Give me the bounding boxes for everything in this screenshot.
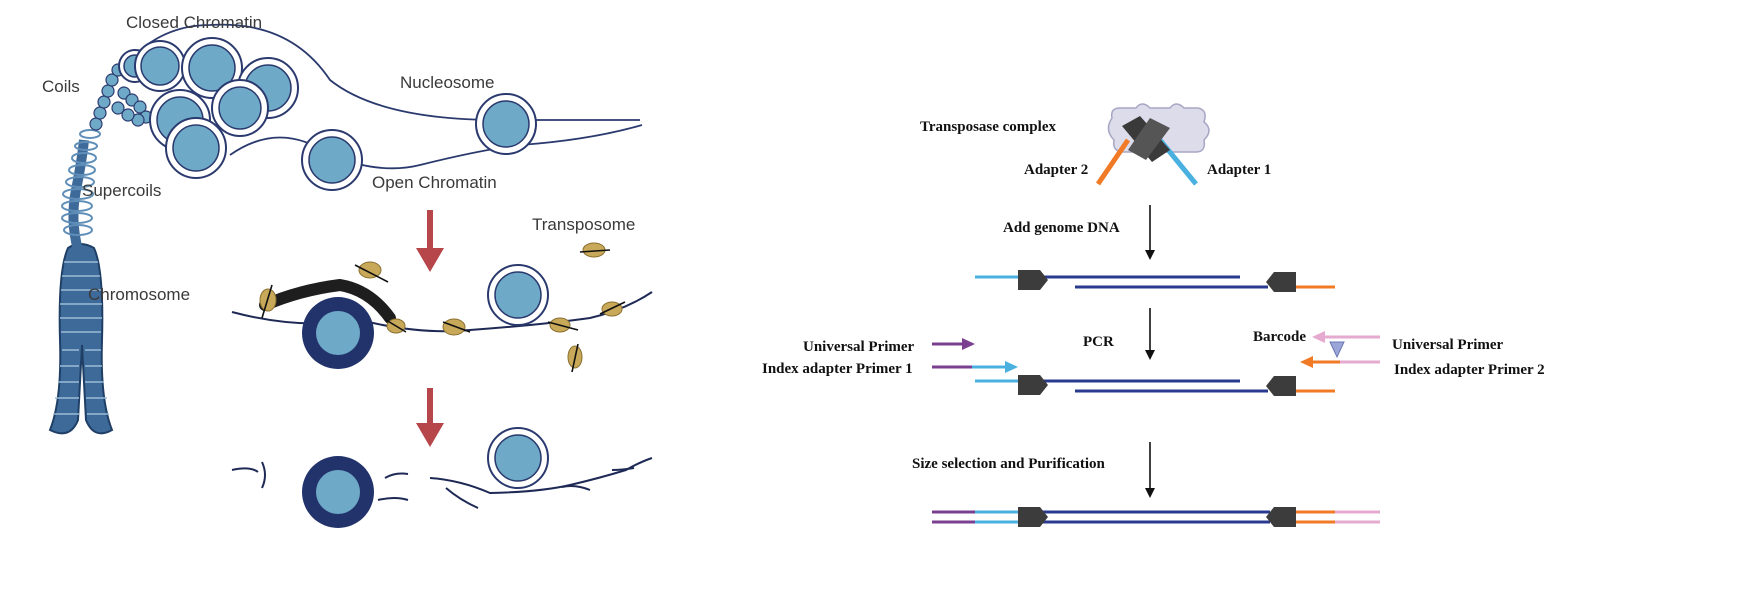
chromosome	[48, 129, 114, 435]
nucleosome	[134, 40, 186, 92]
library-prep-panel: Transposase complex Adapter 2 Adapter 1 …	[762, 103, 1545, 527]
label-coils: Coils	[42, 77, 80, 96]
transposition-stage	[231, 242, 653, 373]
label-pcr: PCR	[1083, 334, 1114, 350]
label-closed-chromatin: Closed Chromatin	[126, 13, 262, 32]
closed-chromatin-cluster	[118, 23, 640, 179]
universal-primer-right-arrow	[1312, 331, 1380, 343]
label-universal-primer-left: Universal Primer	[803, 339, 915, 355]
chromatin-panel: Closed Chromatin Coils Nucleosome Superc…	[42, 13, 653, 528]
step-arrow-2	[416, 388, 444, 447]
nucleosome	[487, 427, 549, 489]
label-chromosome: Chromosome	[88, 285, 190, 304]
pcr-fragment	[975, 375, 1335, 396]
transposase-complex	[1095, 103, 1210, 186]
transposase-units	[259, 242, 623, 369]
label-index-adapter-primer-1: Index adapter Primer 1	[762, 361, 913, 377]
label-barcode: Barcode	[1253, 329, 1306, 345]
label-adapter-1: Adapter 1	[1207, 162, 1271, 178]
label-index-adapter-primer-2: Index adapter Primer 2	[1394, 362, 1545, 378]
label-nucleosome: Nucleosome	[400, 73, 495, 92]
dark-nucleosome	[302, 456, 374, 528]
label-transposome: Transposome	[532, 215, 635, 234]
fragmented-stage	[231, 427, 653, 528]
coils-beads	[89, 63, 153, 131]
open-chromatin	[229, 93, 643, 191]
label-add-genome-dna: Add genome DNA	[1003, 220, 1120, 236]
label-transposase-complex: Transposase complex	[920, 119, 1056, 135]
label-size-selection: Size selection and Purification	[912, 456, 1106, 472]
nucleosome	[487, 264, 549, 326]
label-universal-primer-right: Universal Primer	[1392, 337, 1504, 353]
label-open-chromatin: Open Chromatin	[372, 173, 497, 192]
index-primer-1-arrow	[932, 361, 1018, 373]
barcode-marker	[1329, 341, 1345, 359]
nucleosome	[475, 93, 537, 155]
label-supercoils: Supercoils	[82, 181, 161, 200]
nucleosome	[301, 129, 363, 191]
dark-nucleosome	[302, 297, 374, 369]
label-adapter-2: Adapter 2	[1024, 162, 1088, 178]
universal-primer-left-arrow	[932, 338, 975, 350]
step-arrow-1	[416, 210, 444, 272]
nucleosome	[211, 79, 269, 137]
final-library-fragment	[932, 507, 1380, 527]
nucleosome	[165, 117, 227, 179]
index-primer-2-arrow	[1300, 356, 1380, 368]
tagmented-fragment	[975, 270, 1335, 292]
